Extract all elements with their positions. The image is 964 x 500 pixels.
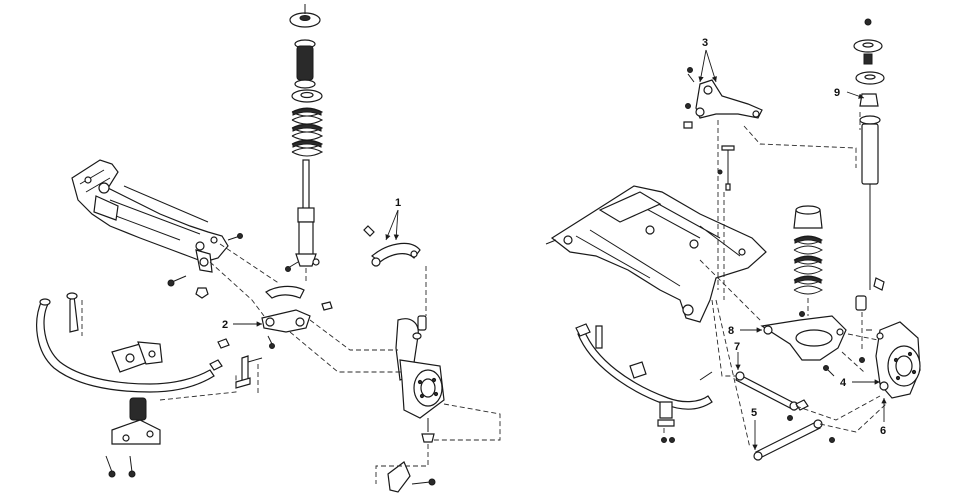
- rear-shock-absorber: [853, 18, 885, 311]
- callout-8: 8: [728, 325, 734, 337]
- rear-lower-control-arm: [760, 311, 847, 377]
- rear-assembly-lines: [663, 112, 887, 449]
- front-strut-assembly: [285, 4, 324, 272]
- front-suspension-group: [36, 4, 501, 493]
- callout-9: 9: [834, 87, 840, 99]
- front-tie-rod-end: [387, 461, 436, 493]
- rear-knuckle-hub: [859, 321, 921, 399]
- callout-labels: 1 2 3 4 5 6 7 8 9: [222, 37, 886, 437]
- callout-6: 6: [880, 425, 886, 437]
- stabilizer-bushings: [105, 397, 161, 478]
- callout-2: 2: [222, 319, 228, 331]
- rear-upper-arm: [683, 67, 763, 191]
- rear-suspension-group: [545, 18, 921, 461]
- front-subframe: [71, 159, 243, 299]
- callout-1: 1: [395, 197, 401, 209]
- callout-7: 7: [734, 341, 740, 353]
- callout-leaders: [233, 49, 887, 450]
- rear-stabilizer-bar: [575, 323, 713, 443]
- rear-lateral-links: [735, 371, 835, 461]
- callout-5: 5: [751, 407, 757, 419]
- front-knuckle-hub: [363, 225, 445, 443]
- rear-coil-spring: [793, 205, 824, 295]
- front-stabilizer-bar: [36, 292, 263, 393]
- rear-subframe: [545, 185, 767, 323]
- callout-3: 3: [702, 37, 708, 49]
- front-lower-control-arm: [261, 285, 333, 349]
- callout-4: 4: [840, 377, 847, 389]
- front-assembly-lines: [81, 243, 501, 484]
